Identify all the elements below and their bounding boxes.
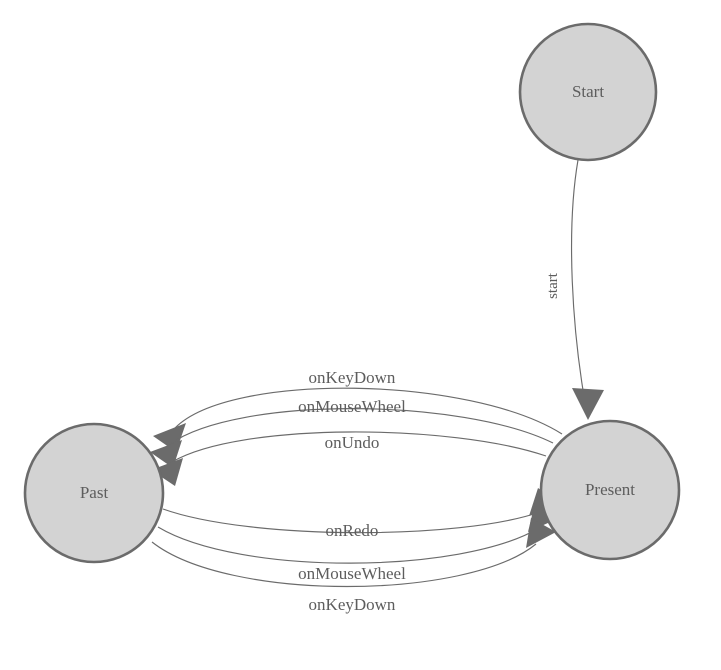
edge-path-past-present-keydown	[151, 541, 537, 587]
node-start-label: Start	[572, 82, 604, 101]
edge-path-past-present-redo	[162, 508, 541, 534]
node-present[interactable]: Present	[539, 419, 681, 561]
edge-path-start-present	[570, 159, 587, 409]
node-past[interactable]: Past	[23, 422, 165, 564]
edge-path-present-past-keydown	[174, 387, 563, 435]
edge-present-to-past-onundo[interactable]: onUndo	[151, 431, 547, 486]
edge-path-present-past-mousewheel	[169, 408, 554, 445]
edge-past-to-present-onredo[interactable]: onRedo	[162, 488, 561, 540]
edge-label-past-present-redo: onRedo	[326, 521, 379, 540]
edge-label-present-past-keydown: onKeyDown	[309, 368, 396, 387]
node-start-circle	[518, 22, 658, 162]
node-past-circle	[23, 422, 165, 564]
edge-label-present-past-undo: onUndo	[325, 433, 380, 452]
node-present-label: Present	[585, 480, 635, 499]
arrowhead-present-past-undo	[151, 458, 183, 486]
arrowhead-past-present-keydown	[526, 518, 556, 548]
node-past-label: Past	[80, 483, 109, 502]
edge-path-present-past-undo	[171, 431, 547, 463]
edge-label-start: start	[545, 272, 561, 299]
edge-label-past-present-keydown: onKeyDown	[309, 595, 396, 614]
edge-path-past-present-mousewheel	[157, 526, 540, 564]
edge-label-past-present-mousewheel: onMouseWheel	[298, 564, 406, 583]
edge-past-to-present-onkeydown[interactable]: onKeyDown	[151, 518, 556, 614]
arrowhead-start-present	[572, 388, 604, 420]
edge-label-present-past-mousewheel: onMouseWheel	[298, 397, 406, 416]
node-start[interactable]: Start	[518, 22, 658, 162]
edge-past-to-present-onmousewheel[interactable]: onMouseWheel	[157, 503, 559, 583]
edge-start-to-present[interactable]: start	[545, 159, 604, 420]
node-present-circle	[539, 419, 681, 561]
